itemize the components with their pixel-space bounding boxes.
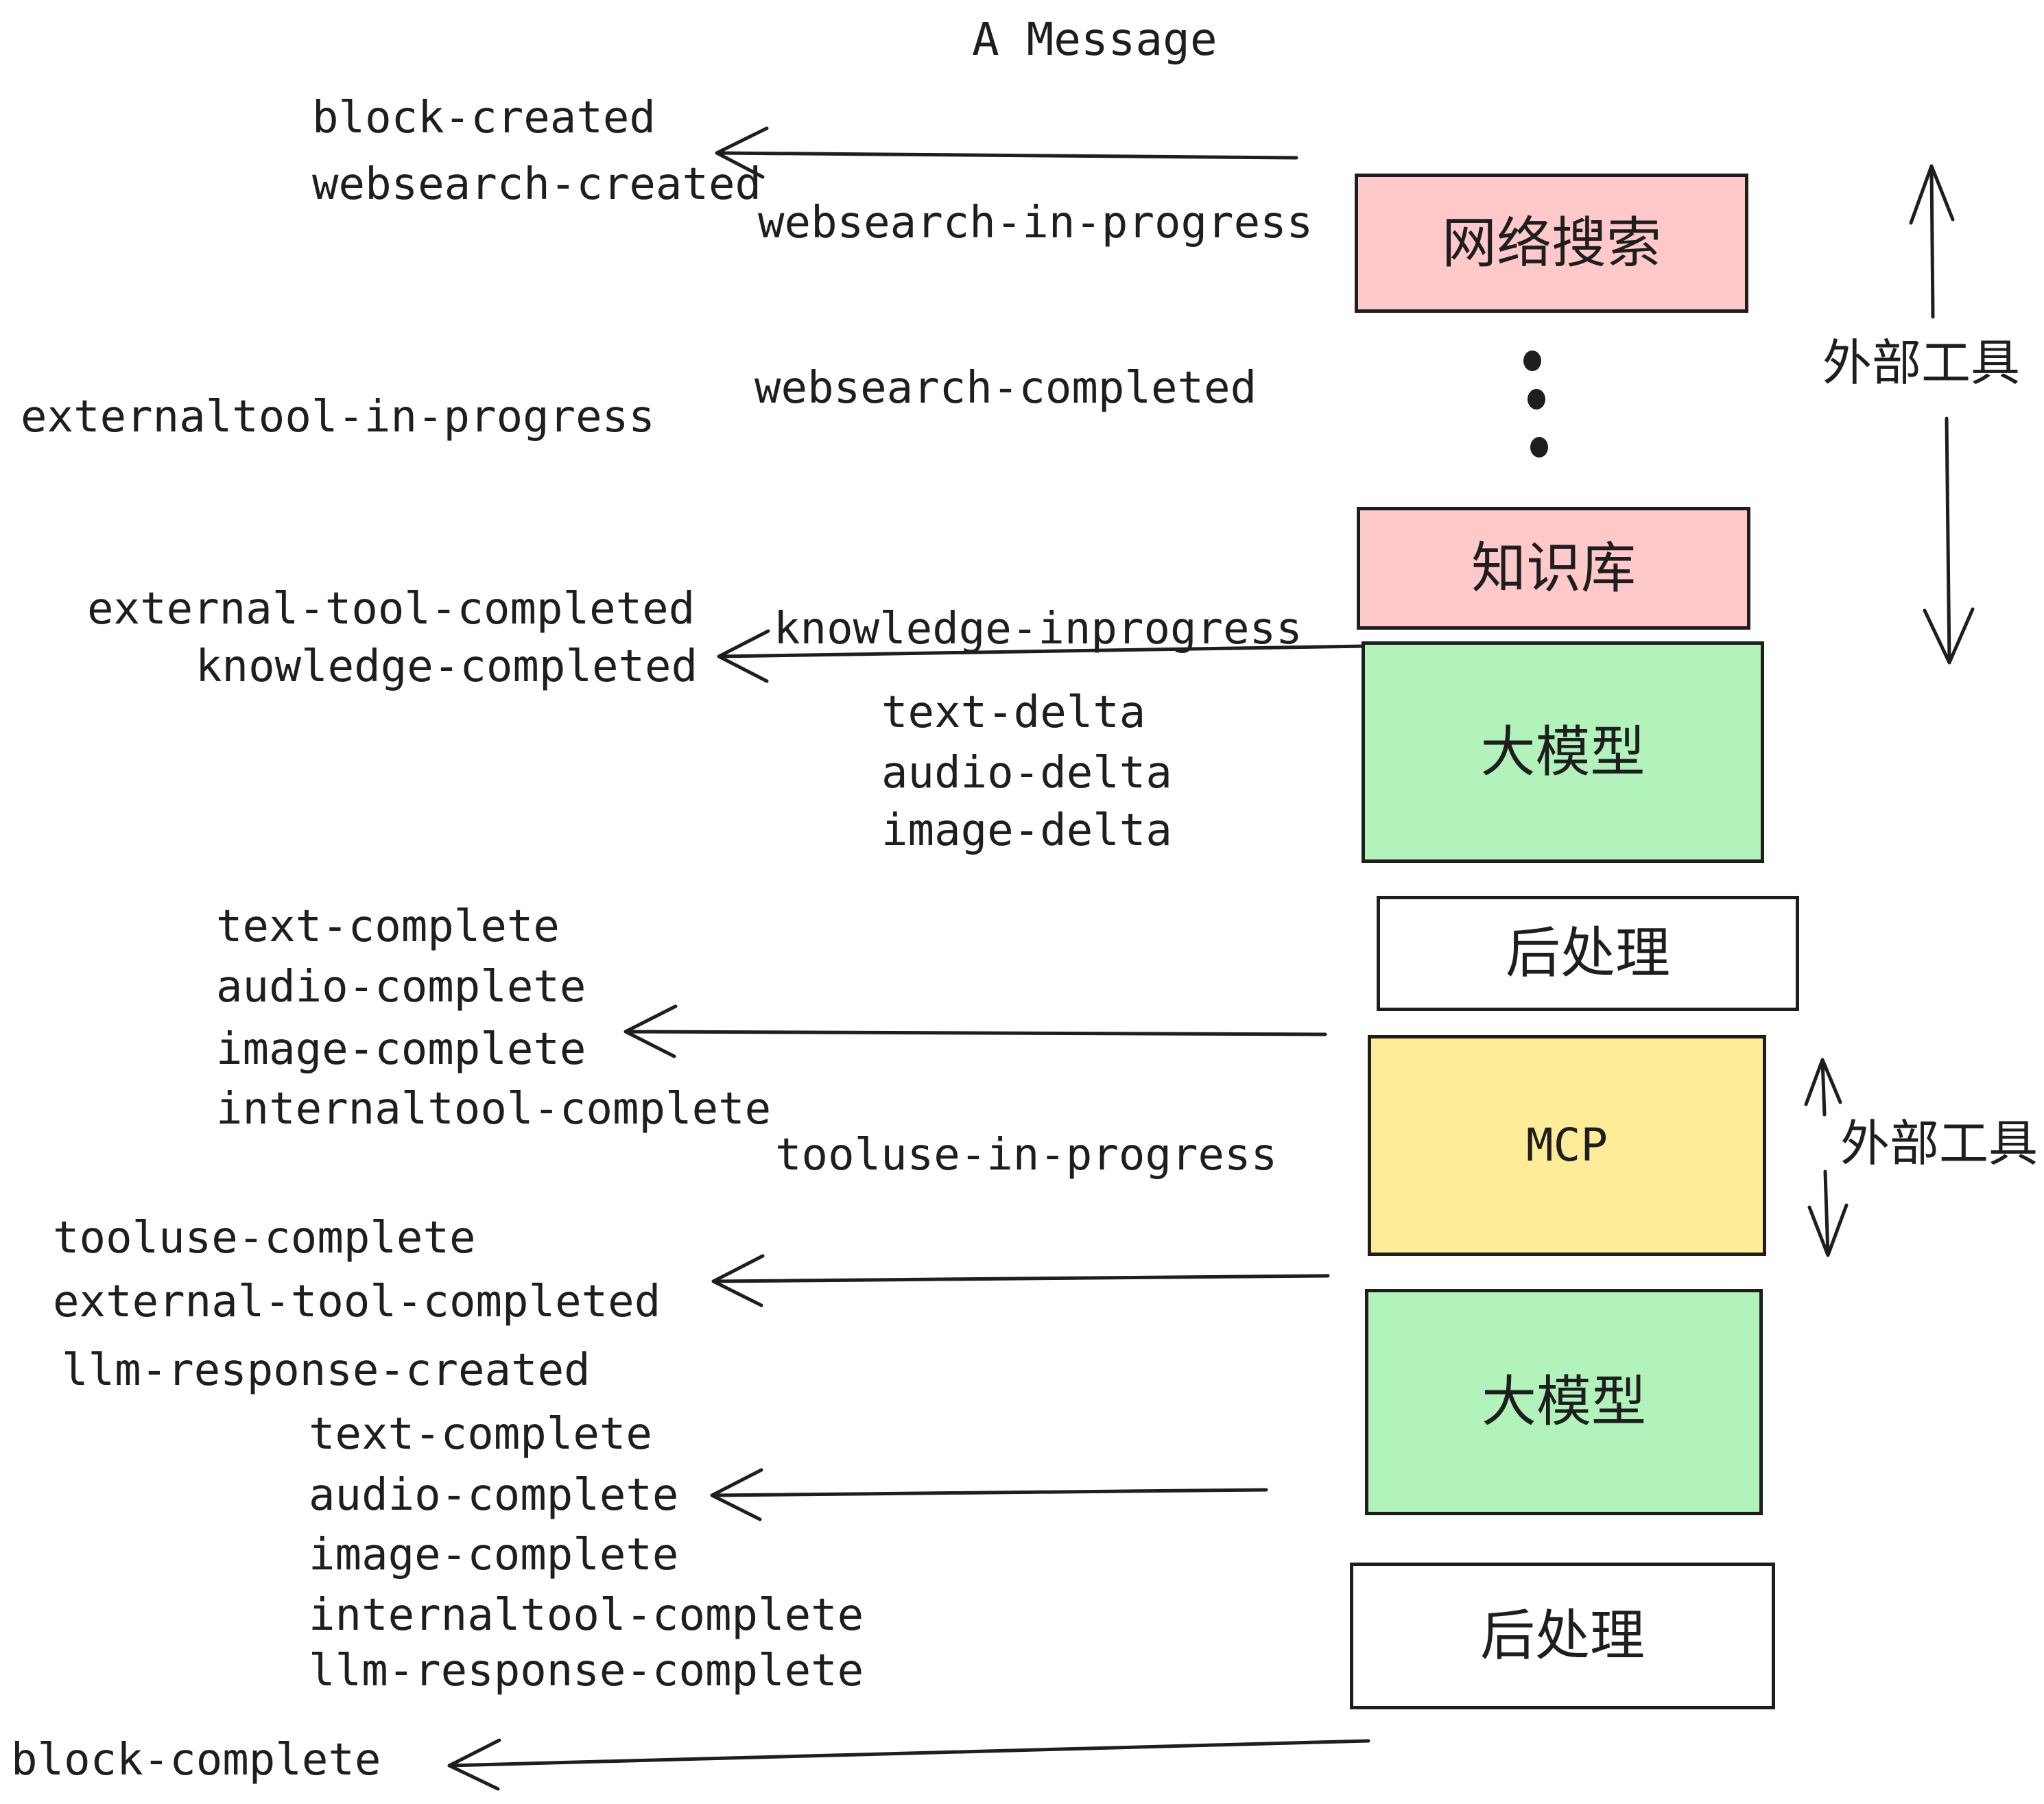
event-text-delta: text-delta <box>881 687 1146 738</box>
event-internaltool-complete-2: internaltool-complete <box>309 1590 864 1641</box>
event-tooluse-in-progress: tooluse-in-progress <box>775 1130 1278 1180</box>
box-llm-2: 大模型 <box>1365 1289 1763 1515</box>
event-image-delta: image-delta <box>881 805 1172 856</box>
event-text-complete: text-complete <box>216 901 560 952</box>
arrow-to-image-complete <box>623 1004 1327 1058</box>
mcp-external-tools-up-arrow <box>1804 1058 1842 1117</box>
event-llm-response-complete: llm-response-complete <box>309 1646 864 1696</box>
event-llm-response-created: llm-response-created <box>62 1345 591 1396</box>
box-knowledge-label: 知识库 <box>1471 537 1636 599</box>
event-block-complete: block-complete <box>11 1735 381 1785</box>
event-internaltool-complete: internaltool-complete <box>216 1084 772 1135</box>
box-postprocess-2: 后处理 <box>1350 1563 1775 1709</box>
arrow-to-block-complete <box>447 1738 1370 1791</box>
box-postprocess-2-label: 后处理 <box>1480 1605 1645 1666</box>
arrow-to-audio-complete <box>710 1468 1268 1521</box>
box-websearch: 网络搜索 <box>1355 174 1748 313</box>
event-audio-complete: audio-complete <box>216 962 586 1012</box>
event-image-complete-2: image-complete <box>309 1530 679 1580</box>
arrow-to-block-created <box>715 126 1298 179</box>
arrow-to-tooluse-complete <box>711 1254 1330 1307</box>
page-title: A Message <box>972 13 1217 66</box>
box-postprocess-1-label: 后处理 <box>1506 923 1670 984</box>
external-tools-annotation-mcp: 外部工具 <box>1840 1117 2039 1172</box>
ellipsis-dot <box>1523 351 1541 371</box>
box-knowledge: 知识库 <box>1357 507 1750 630</box>
box-websearch-label: 网络搜索 <box>1442 212 1661 274</box>
event-knowledge-inprogress: knowledge-inprogress <box>774 604 1303 654</box>
event-websearch-completed: websearch-completed <box>754 363 1257 414</box>
arrow-to-knowledge-completed <box>717 629 1367 683</box>
event-websearch-created: websearch-created <box>312 159 762 210</box>
event-knowledge-completed: knowledge-completed <box>195 641 698 692</box>
external-tools-up-arrow <box>1909 164 1955 319</box>
box-llm-1: 大模型 <box>1362 641 1764 863</box>
event-tooluse-complete: tooluse-complete <box>53 1213 476 1263</box>
box-postprocess-1: 后处理 <box>1377 896 1799 1011</box>
event-image-complete: image-complete <box>216 1024 586 1075</box>
event-external-tool-completed: external-tool-completed <box>87 584 696 634</box>
ellipsis-dot <box>1530 437 1548 458</box>
event-audio-delta: audio-delta <box>881 748 1172 798</box>
ellipsis-dot <box>1528 389 1545 410</box>
event-external-tool-completed-2: external-tool-completed <box>53 1277 661 1327</box>
event-externaltool-in-progress: externaltool-in-progress <box>21 392 655 442</box>
event-block-created: block-created <box>312 93 656 143</box>
box-llm-2-label: 大模型 <box>1482 1371 1646 1432</box>
mcp-external-tools-down-arrow <box>1807 1170 1849 1257</box>
event-websearch-in-progress: websearch-in-progress <box>758 198 1314 248</box>
box-mcp: MCP <box>1368 1035 1766 1256</box>
box-llm-1-label: 大模型 <box>1480 721 1645 783</box>
event-audio-complete-2: audio-complete <box>309 1470 679 1521</box>
external-tools-down-arrow <box>1923 416 1975 665</box>
external-tools-annotation-top: 外部工具 <box>1822 336 2021 391</box>
event-text-complete-2: text-complete <box>309 1409 652 1460</box>
box-mcp-label: MCP <box>1525 1119 1608 1172</box>
